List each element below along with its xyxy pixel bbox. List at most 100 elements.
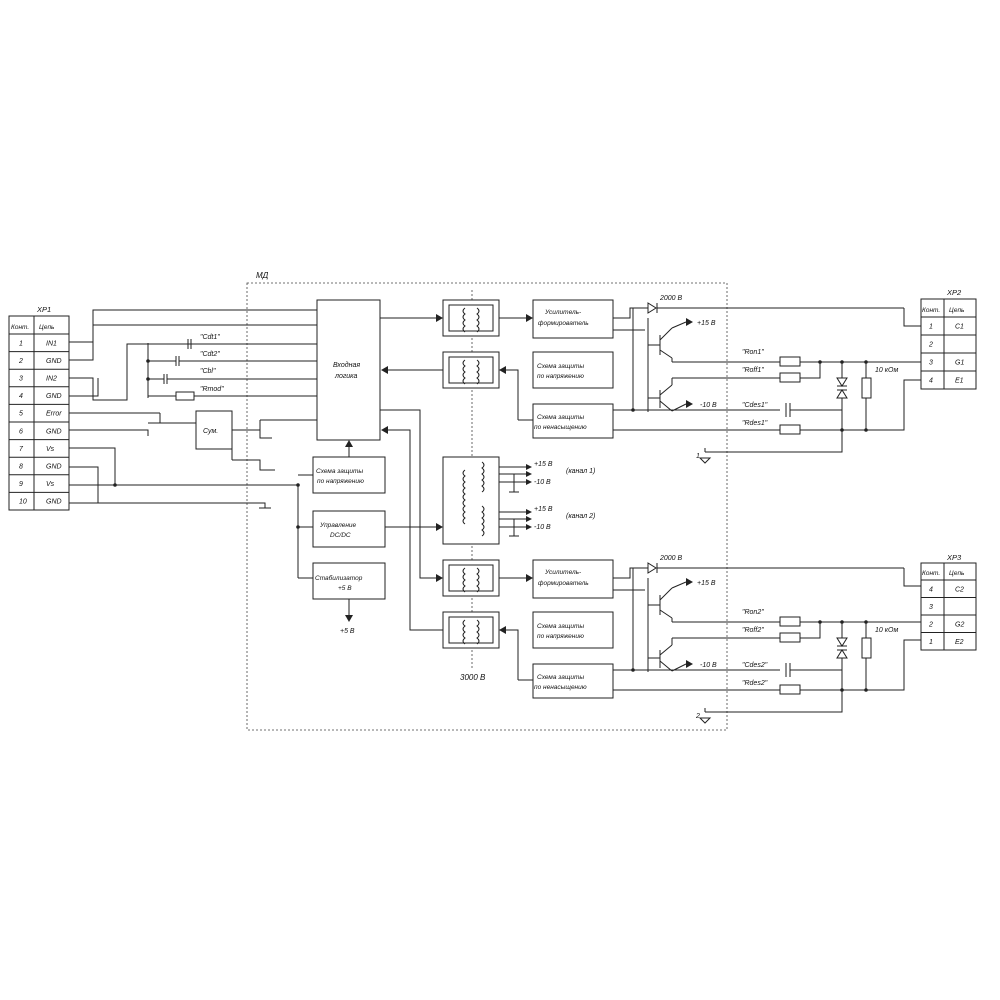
channel1-amp-line1: Усилитель- <box>544 309 582 316</box>
psu-outputs: +15 В -10 В (канал 1) +15 В -10 В (канал… <box>499 461 595 537</box>
rmod-label: "Rmod" <box>200 386 224 393</box>
logic-to-isolation-wiring <box>380 314 443 631</box>
xp1-net-7: GND <box>46 464 62 471</box>
channel2-gnd-label: 2 <box>695 713 700 720</box>
plus5-out: +5 В <box>340 628 355 635</box>
xp1-pin-2: 3 <box>19 376 23 383</box>
xp1-net-4: Error <box>46 411 62 418</box>
psu-ch1-m10: -10 В <box>534 479 551 486</box>
xp1-net-9: GND <box>46 499 62 506</box>
xp1-pin-8: 9 <box>19 481 23 488</box>
stab-line1: Стабилизатор <box>315 574 363 582</box>
dcdc-block: Управление DC/DC <box>312 510 386 548</box>
xp2-header-pin: Конт. <box>922 307 940 314</box>
channel1-amp-line2: формирователь <box>538 320 589 327</box>
xfmr-ch1-fault <box>442 351 500 389</box>
channel1-ron-label: "Ron1" <box>742 349 764 356</box>
channel1-ovp-line2: по напряжению <box>537 373 584 380</box>
xp1-net-6: Vs <box>46 446 55 453</box>
channel1-rge-label: 10 кОм <box>875 367 898 374</box>
channel2-amp-line1: Усилитель- <box>544 569 582 576</box>
input-logic-line1: Входная <box>333 361 360 369</box>
xp3-pin-1: 3 <box>929 604 933 611</box>
channel1-cdes-label: "Cdes1" <box>742 402 768 409</box>
psu-ch1-label: (канал 1) <box>566 468 595 475</box>
channel2-desat-line1: Схема защиты <box>537 674 584 681</box>
xp1-net-5: GND <box>46 428 62 435</box>
xp1-pin-9: 10 <box>19 499 27 506</box>
channel1-gnd-label: 1 <box>696 453 700 460</box>
xfmr-ch2-fault <box>442 611 500 649</box>
channel2-ovp-line1: Схема защиты <box>537 623 584 630</box>
xp3-pin-2: 2 <box>928 621 933 628</box>
channel1-p15: +15 В <box>697 320 716 327</box>
xp1-pin-7: 8 <box>19 464 23 471</box>
xfmr-ch1-on <box>442 299 500 337</box>
channel2-desat-line2: по ненасыщению <box>534 684 587 691</box>
channel2-cdes-label: "Cdes2" <box>742 662 768 669</box>
channel1-m10: -10 В <box>700 402 717 409</box>
xp1-pin-1: 2 <box>18 358 23 365</box>
dcdc-transformer <box>442 456 500 545</box>
xp2-header-net: Цепь <box>949 307 965 314</box>
psu-ch2-m10: -10 В <box>534 524 551 531</box>
xp1-net-0: IN1 <box>46 340 57 347</box>
xp2-pin-1: 2 <box>928 342 933 349</box>
channel2-rge-label: 10 кОм <box>875 627 898 634</box>
channel2-rdes-label: "Rdes2" <box>742 680 768 687</box>
xp1-pin-0: 1 <box>19 340 23 347</box>
channel2-diode-voltage: 2000 В <box>659 555 683 562</box>
dcdc-line1: Управление <box>319 522 357 529</box>
xp1-net-3: GND <box>46 393 62 400</box>
channel1-diode-voltage: 2000 В <box>659 295 683 302</box>
xp2-pin-0: 1 <box>929 324 933 331</box>
xp1-net-8: Vs <box>46 481 55 488</box>
channel1-roff-label: "Roff1" <box>742 367 764 374</box>
xp3-header-pin: Конт. <box>922 570 940 577</box>
xp2-pin-3: 4 <box>929 378 933 385</box>
channel1-desat-line1: Схема защиты <box>537 414 584 421</box>
channel2-ron-label: "Ron2" <box>742 609 764 616</box>
psu-ch2-label: (канал 2) <box>566 513 595 520</box>
channel2-roff-label: "Roff2" <box>742 627 764 634</box>
channel2-amp-line2: формирователь <box>538 580 589 587</box>
xp1-net-1: GND <box>46 358 62 365</box>
xp2-net-3: E1 <box>955 378 964 385</box>
xp2-net-0: C1 <box>955 324 964 331</box>
xp2-net-2: G1 <box>955 360 964 367</box>
sum-label: Сум. <box>203 428 218 435</box>
input-logic-block: Входная логика <box>316 299 381 441</box>
isolation-label: 3000 В <box>460 673 486 682</box>
channel1-ovp-line1: Схема защиты <box>537 363 584 370</box>
channel1-rdes-label: "Rdes1" <box>742 420 768 427</box>
xp3-title: XP3 <box>946 553 962 562</box>
ovp-main-line2: по напряжению <box>317 478 364 485</box>
xp1-net-2: IN2 <box>46 376 57 383</box>
xfmr-ch2-on <box>442 559 500 597</box>
xp2-pin-2: 3 <box>929 360 933 367</box>
overvoltage-main-block: Схема защиты по напряжению <box>312 456 386 494</box>
stab-line2: +5 В <box>338 585 352 592</box>
xp1-pin-3: 4 <box>19 393 23 400</box>
xp3-net-3: E2 <box>955 639 964 646</box>
xp3-net-0: C2 <box>955 586 964 593</box>
psu-ch1-p15: +15 В <box>534 461 553 468</box>
cbl-label: "Cbl" <box>200 368 216 375</box>
channel2-ovp-line2: по напряжению <box>537 633 584 640</box>
cdt2-label: "Cdt2" <box>200 351 220 358</box>
module-label: МД <box>256 271 269 280</box>
xp3-header-net: Цепь <box>949 570 965 577</box>
input-wiring: "Cdt1" "Cdt2" "Cbl" "Rmod" Сум. <box>69 309 317 509</box>
channel2-p15: +15 В <box>697 580 716 587</box>
cdt1-label: "Cdt1" <box>200 334 220 341</box>
input-logic-line2: логика <box>334 373 357 380</box>
module-boundary <box>246 282 728 731</box>
ovp-main-line1: Схема защиты <box>316 468 363 475</box>
channel1-desat-line2: по ненасыщению <box>534 424 587 431</box>
xp1-header-pin: Конт. <box>11 324 29 331</box>
